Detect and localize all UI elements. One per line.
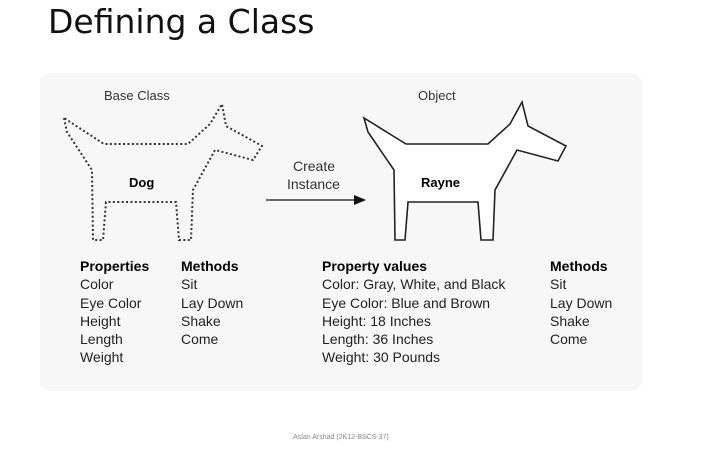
create-label: Create	[293, 158, 336, 174]
object-property-value-item: Color: Gray, White, and Black	[322, 276, 506, 293]
object-property-value-item: Weight: 30 Pounds	[322, 349, 441, 366]
object-methods-heading: Methods	[550, 258, 608, 274]
object-property-value-item: Length: 36 Inches	[322, 331, 434, 348]
base-dog-name: Dog	[129, 175, 155, 190]
object-property-values-heading: Property values	[322, 258, 428, 274]
base-methods-list: Methods Sit Lay Down Shake Come	[181, 257, 243, 348]
base-method-item: Lay Down	[181, 294, 244, 311]
base-method-item: Shake	[181, 312, 221, 329]
slide-title: Defining a Class	[48, 2, 315, 41]
base-method-item: Sit	[181, 276, 198, 293]
object-method-item: Shake	[550, 312, 590, 329]
object-method-item: Come	[550, 331, 588, 348]
object-property-value-item: Eye Color: Blue and Brown	[322, 294, 491, 311]
base-property-item: Length	[80, 331, 123, 348]
base-property-item: Height	[80, 312, 121, 329]
object-property-values-list: Property values Color: Gray, White, and …	[322, 257, 505, 367]
object-label: Object	[418, 88, 456, 103]
slide-footer: Aslan Arshad (2K12-BSCS-37)	[293, 434, 389, 441]
instance-label: Instance	[287, 176, 340, 192]
object-property-value-item: Height: 18 Inches	[322, 312, 431, 329]
object-method-item: Sit	[550, 276, 567, 293]
base-method-item: Come	[181, 331, 219, 348]
base-methods-heading: Methods	[181, 258, 239, 274]
create-instance-arrowhead	[354, 195, 366, 205]
base-properties-heading: Properties	[80, 258, 150, 274]
base-properties-list: Properties Color Eye Color Height Length…	[80, 257, 149, 367]
object-dog-outline	[362, 99, 568, 241]
diagram-panel	[40, 73, 642, 391]
object-methods-list: Methods Sit Lay Down Shake Come	[550, 257, 612, 348]
base-property-item: Eye Color	[80, 294, 142, 311]
object-dog-name: Rayne	[421, 175, 461, 190]
base-dog-outline	[62, 101, 264, 241]
object-method-item: Lay Down	[550, 294, 613, 311]
base-property-item: Color	[80, 276, 114, 293]
base-class-label: Base Class	[104, 88, 170, 103]
base-property-item: Weight	[80, 349, 124, 366]
